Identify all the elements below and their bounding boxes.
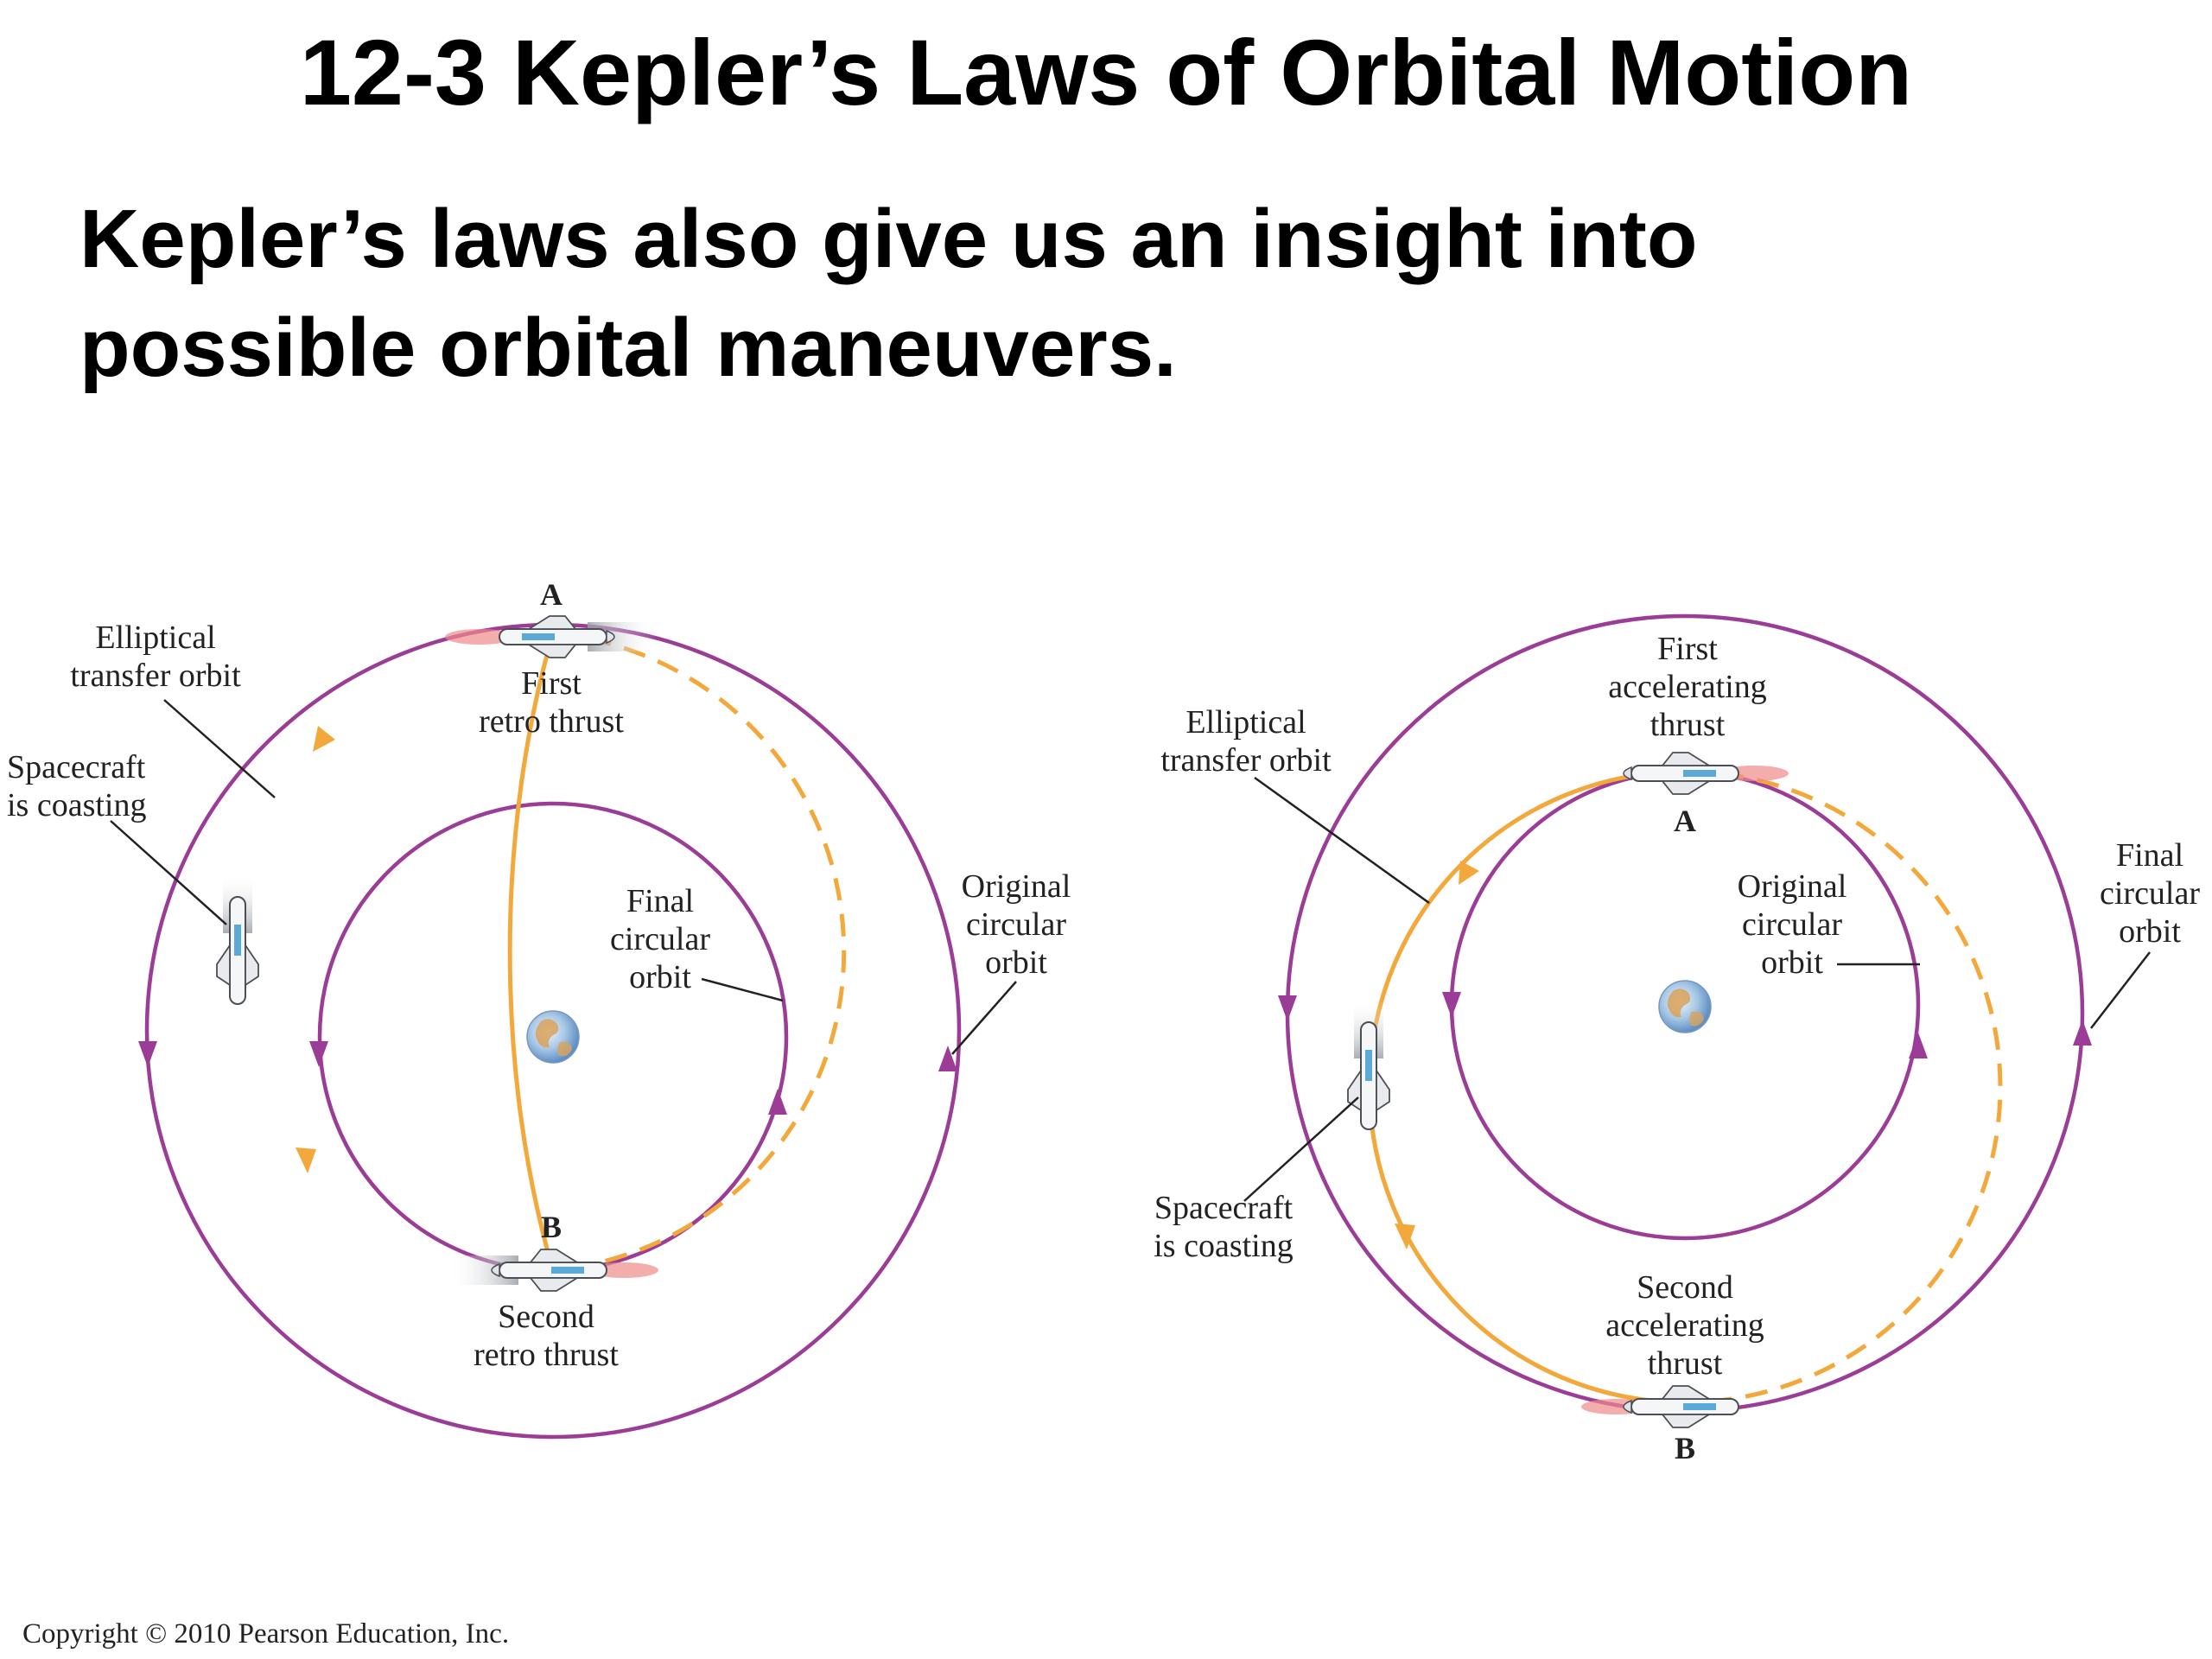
subtitle-line-2: possible orbital maneuvers.: [79, 302, 1177, 394]
left-leader-elliptical: [163, 699, 276, 798]
left-leader-original: [951, 981, 1017, 1055]
right-leader-elliptical: [1254, 776, 1430, 905]
left-elliptical-label-2: transfer orbit: [70, 658, 241, 694]
right-leader-final: [2090, 951, 2151, 1029]
right-arrow-transfer-bottom: [1395, 1224, 1415, 1249]
right-elliptical-label-1: Elliptical: [1185, 704, 1306, 741]
right-transfer-orbit-dashed: [1684, 769, 2003, 1405]
left-leader-final: [701, 977, 784, 1002]
left-coasting-label-2: is coasting: [7, 787, 146, 823]
right-second-thrust-label-3: thrust: [1648, 1345, 1723, 1382]
right-point-a-label: A: [1674, 804, 1696, 838]
left-point-b-label: B: [541, 1210, 562, 1244]
right-arrow-outer-left: [1278, 995, 1297, 1021]
right-second-thrust-label-2: accelerating: [1605, 1307, 1764, 1344]
left-arrow-inner-right: [768, 1089, 787, 1115]
left-elliptical-label-1: Elliptical: [95, 620, 215, 656]
left-point-a-label: A: [540, 577, 563, 612]
left-arrow-inner-left: [309, 1041, 328, 1067]
left-arrow-outer-right: [938, 1046, 957, 1071]
slide-title: 12-3 Kepler’s Laws of Orbital Motion: [299, 20, 1913, 124]
right-spacecraft-coasting-icon: [1347, 998, 1390, 1130]
right-first-thrust-label-3: thrust: [1650, 707, 1726, 743]
right-final-orbit-label-1: Final: [2116, 837, 2183, 874]
left-original-orbit-label-2: circular: [966, 906, 1066, 943]
slide-subtitle: Kepler’s laws also give us an insight in…: [79, 185, 2067, 403]
left-coasting-label-1: Spacecraft: [7, 749, 146, 785]
left-transfer-orbit-dashed: [552, 631, 847, 1273]
left-original-orbit-label-3: orbit: [985, 944, 1047, 981]
left-final-orbit-label-2: circular: [610, 921, 710, 957]
left-leader-coasting: [110, 820, 227, 925]
subtitle-line-1: Kepler’s laws also give us an insight in…: [79, 193, 1698, 285]
left-spacecraft-a-icon: [445, 615, 657, 658]
left-spacecraft-b-icon: [449, 1249, 658, 1292]
right-arrow-inner-left: [1442, 992, 1461, 1018]
left-final-orbit-label-1: Final: [626, 883, 694, 919]
left-transfer-orbit-path: [507, 632, 556, 1271]
right-arrow-outer-right: [2073, 1020, 2092, 1046]
left-arrow-outer-left: [138, 1041, 157, 1067]
copyright-notice: Copyright © 2010 Pearson Education, Inc.: [22, 1618, 510, 1649]
right-earth-icon: [1658, 980, 1712, 1033]
left-final-orbit-label-3: orbit: [629, 959, 691, 995]
left-diagram: A B Elliptical transfer orbit Spacecraft…: [7, 577, 1071, 1440]
left-original-orbit-label-1: Original: [962, 868, 1071, 905]
right-first-thrust-label-1: First: [1657, 631, 1718, 667]
left-earth-icon: [526, 1010, 580, 1064]
right-diagram: First accelerating thrust A Elliptical t…: [1154, 613, 2200, 1465]
right-elliptical-label-2: transfer orbit: [1160, 742, 1332, 779]
right-spacecraft-b-icon: [1581, 1385, 1739, 1428]
right-second-thrust-label-1: Second: [1637, 1269, 1733, 1306]
right-final-orbit-label-3: orbit: [2119, 913, 2181, 950]
right-leader-coasting: [1243, 1096, 1359, 1202]
right-original-orbit-label-1: Original: [1738, 868, 1847, 905]
left-second-thrust-label-1: Second: [498, 1299, 594, 1335]
right-point-b-label: B: [1675, 1431, 1695, 1465]
right-spacecraft-a-icon: [1623, 752, 1789, 795]
right-coasting-label-2: is coasting: [1154, 1228, 1293, 1264]
right-original-orbit-label-3: orbit: [1761, 944, 1823, 981]
right-arrow-transfer-top: [1459, 861, 1479, 885]
right-arrow-inner-right: [1909, 1033, 1928, 1058]
right-original-orbit-label-2: circular: [1742, 906, 1842, 943]
left-arrow-transfer-bottom: [296, 1147, 316, 1173]
left-first-thrust-label-1: First: [521, 665, 582, 702]
left-second-thrust-label-2: retro thrust: [474, 1337, 619, 1373]
left-first-thrust-label-2: retro thrust: [479, 703, 624, 740]
right-first-thrust-label-2: accelerating: [1608, 669, 1767, 705]
right-coasting-label-1: Spacecraft: [1154, 1190, 1294, 1226]
right-final-orbit-label-2: circular: [2100, 875, 2200, 912]
left-spacecraft-coasting-icon: [216, 873, 259, 1005]
left-arrow-transfer-top: [313, 726, 335, 752]
